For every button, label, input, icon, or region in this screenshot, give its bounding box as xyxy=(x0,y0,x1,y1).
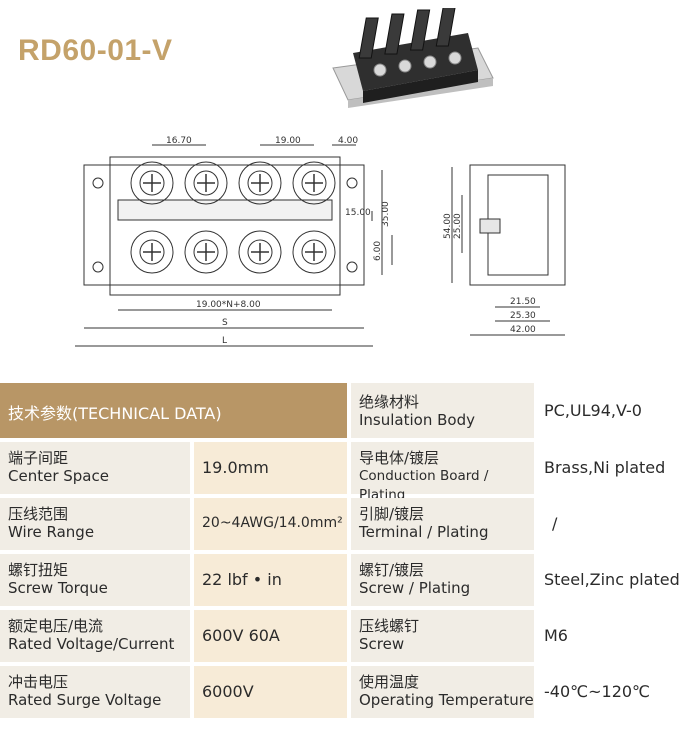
table-row-value: M6 xyxy=(544,626,568,645)
table-header-left: 技术参数(TECHNICAL DATA) xyxy=(0,383,347,438)
dim-top-2: 19.00 xyxy=(275,136,301,146)
product-title: RD60-01-V xyxy=(18,34,173,67)
table-row-value: Brass,Ni plated xyxy=(544,458,666,477)
table-row-value: 22 lbf • in xyxy=(194,554,347,606)
dim-right-2: 35.00 xyxy=(381,201,391,227)
product-photo xyxy=(332,8,494,108)
table-row-value: 19.0mm xyxy=(194,442,347,494)
table-row-value: Steel,Zinc plated xyxy=(544,570,680,589)
dim-right-3: 6.00 xyxy=(373,241,383,261)
side-dim-5: 42.00 xyxy=(510,325,536,335)
side-dim-3: 21.50 xyxy=(510,297,536,307)
side-dim-1: 54.00 xyxy=(443,213,453,239)
dim-bottom-2: S xyxy=(222,318,228,328)
table-row-value: 600V 60A xyxy=(194,610,347,662)
dim-bottom-3: L xyxy=(222,336,227,346)
dim-bottom-1: 19.00*N+8.00 xyxy=(196,300,261,310)
table-row-value: / xyxy=(552,514,558,533)
dim-top-1: 16.70 xyxy=(166,136,192,146)
table-row-value: -40℃~120℃ xyxy=(544,682,651,701)
side-dim-2: 25.00 xyxy=(453,213,463,239)
dim-top-3: 4.00 xyxy=(338,136,358,146)
technical-data-table: 技术参数(TECHNICAL DATA) 绝缘材料 Insulation Bod… xyxy=(0,383,700,734)
table-row-label: 绝缘材料 Insulation Body xyxy=(351,383,534,438)
table-row-value: PC,UL94,V-0 xyxy=(538,383,700,438)
table-row-value: 20~4AWG/14.0mm² xyxy=(194,498,347,550)
side-dim-4: 25.30 xyxy=(510,311,536,321)
dim-right-1: 15.00 xyxy=(345,208,371,218)
dimension-drawing: 16.70 19.00 4.00 15.00 35.00 6.00 19.00*… xyxy=(75,136,566,347)
table-row-value: 6000V xyxy=(194,666,347,718)
